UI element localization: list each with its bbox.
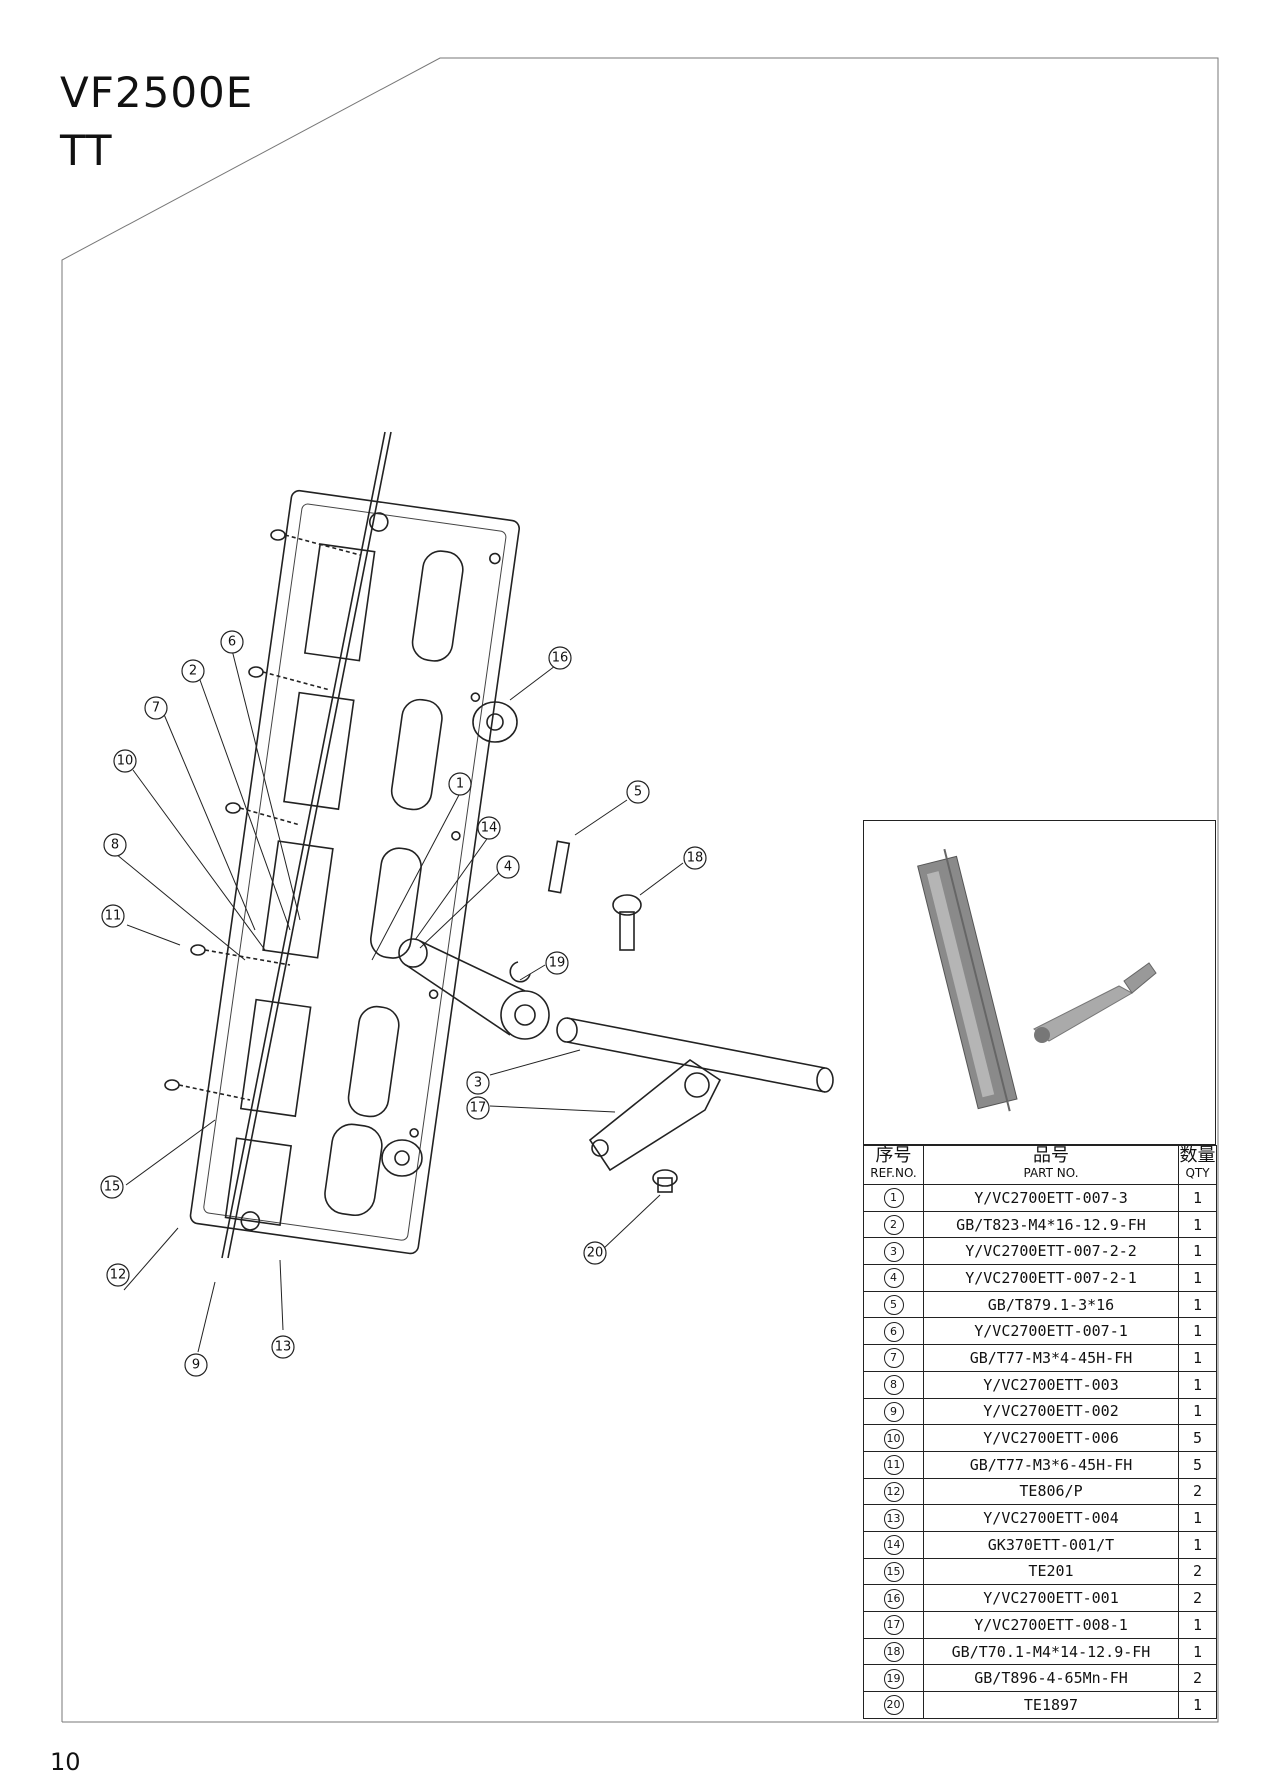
svg-text:10: 10 <box>117 754 134 769</box>
callout-10: 10 <box>113 749 137 773</box>
svg-text:16: 16 <box>552 651 569 666</box>
callout-11: 11 <box>101 904 125 928</box>
callout-20: 20 <box>583 1241 607 1265</box>
svg-text:19: 19 <box>549 956 566 971</box>
svg-text:5: 5 <box>634 785 642 800</box>
svg-text:9: 9 <box>192 1358 200 1373</box>
callout-15: 15 <box>100 1175 124 1199</box>
callout-1: 1 <box>448 772 472 796</box>
callout-16: 16 <box>548 646 572 670</box>
svg-text:7: 7 <box>152 701 160 716</box>
model-subtitle: TT <box>60 126 113 175</box>
callouts: 1 2 3 4 5 6 7 8 9 10 11 12 13 14 15 16 1… <box>100 630 707 1377</box>
svg-text:20: 20 <box>587 1246 604 1261</box>
callout-8: 8 <box>103 833 127 857</box>
callout-4: 4 <box>496 855 520 879</box>
callout-18: 18 <box>683 846 707 870</box>
svg-text:18: 18 <box>687 851 704 866</box>
callout-13: 13 <box>271 1335 295 1359</box>
screw-18-drawing <box>612 894 642 951</box>
svg-text:17: 17 <box>470 1101 487 1116</box>
callout-9: 9 <box>184 1353 208 1377</box>
link-arm-drawing <box>398 938 550 1040</box>
callout-17: 17 <box>466 1096 490 1120</box>
screws-drawing <box>164 529 361 1101</box>
svg-text:4: 4 <box>504 860 512 875</box>
callout-5: 5 <box>626 780 650 804</box>
cross-shaft-drawing <box>556 1017 834 1093</box>
assembly-thumbnail <box>863 820 1216 1145</box>
callout-7: 7 <box>144 696 168 720</box>
circlip-drawing <box>509 961 531 983</box>
svg-text:14: 14 <box>481 821 498 836</box>
svg-text:2: 2 <box>189 664 197 679</box>
svg-text:6: 6 <box>228 635 236 650</box>
svg-text:1: 1 <box>456 777 464 792</box>
callout-3: 3 <box>466 1071 490 1095</box>
callout-2: 2 <box>181 659 205 683</box>
lever-drawing <box>588 1059 722 1172</box>
page-frame <box>61 57 1219 1723</box>
callout-12: 12 <box>106 1263 130 1287</box>
leader-lines <box>115 649 684 1353</box>
bearing-drawing <box>381 701 518 1177</box>
page-number: 10 <box>50 1748 81 1776</box>
thumbnail-drawing <box>917 848 1157 1112</box>
svg-text:11: 11 <box>105 909 122 924</box>
svg-text:15: 15 <box>104 1180 121 1195</box>
svg-text:13: 13 <box>275 1340 292 1355</box>
shaft-drawing <box>221 431 386 1259</box>
svg-text:3: 3 <box>474 1076 482 1091</box>
model-title: VF2500E <box>60 68 254 117</box>
svg-text:8: 8 <box>111 838 119 853</box>
callout-19: 19 <box>545 951 569 975</box>
main-plate-drawing <box>189 489 520 1255</box>
svg-text:12: 12 <box>110 1268 127 1283</box>
part-20-drawing <box>652 1169 678 1193</box>
callout-6: 6 <box>220 630 244 654</box>
callout-14: 14 <box>477 816 501 840</box>
pin-drawing <box>547 840 571 894</box>
